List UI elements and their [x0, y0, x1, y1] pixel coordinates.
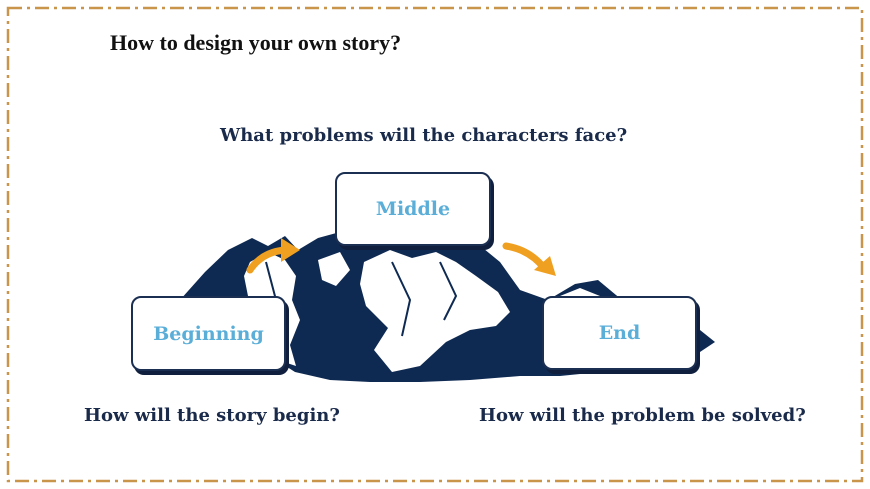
question-middle: What problems will the characters face?: [220, 125, 628, 146]
stage-beginning-box: Beginning: [131, 296, 286, 371]
question-end: How will the problem be solved?: [479, 405, 806, 426]
stage-end-box: End: [542, 296, 697, 370]
page-title: How to design your own story?: [110, 30, 402, 55]
stage-middle-box: Middle: [335, 172, 491, 246]
question-beginning: How will the story begin?: [84, 405, 340, 426]
